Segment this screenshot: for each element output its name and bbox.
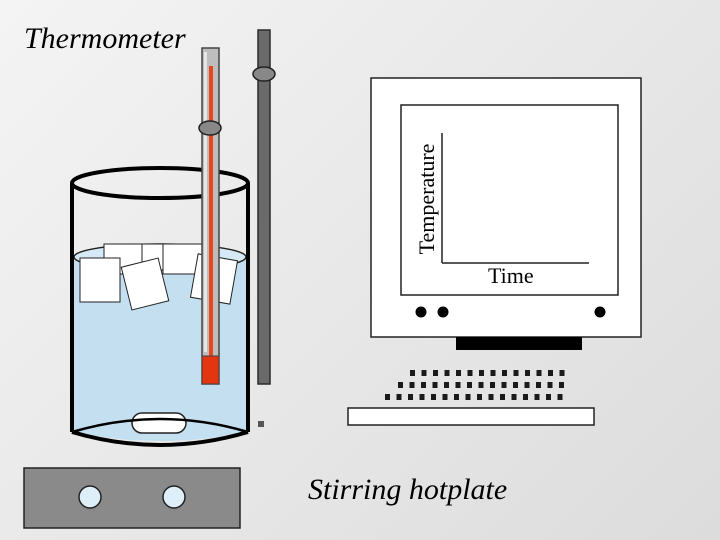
keyboard-key[interactable] [398,382,403,388]
keyboard-key[interactable] [559,370,565,376]
computer-monitor [370,77,642,350]
rod-clamp-top [252,66,276,82]
keyboard-key[interactable] [557,394,563,400]
stand-rod [257,29,271,385]
keyboard-key[interactable] [523,394,528,400]
keyboard-key[interactable] [410,370,415,376]
keyboard-key[interactable] [479,370,484,376]
keyboard-key[interactable] [433,370,438,376]
monitor-stand [456,337,582,350]
keyboard-key[interactable] [467,382,472,388]
keyboard-key[interactable] [454,394,459,400]
keyboard-key[interactable] [432,382,438,388]
thermometer [198,47,222,385]
hotplate [23,467,241,529]
keyboard-key[interactable] [548,370,553,376]
keyboard-key[interactable] [525,370,530,376]
keyboard-key[interactable] [396,394,402,400]
keyboard-key[interactable] [467,370,473,376]
keyboard-key[interactable] [513,382,518,388]
keyboard-key[interactable] [385,394,390,400]
keyboard-key[interactable] [546,394,551,400]
keyboard-key[interactable] [421,370,427,376]
monitor-button-icon[interactable] [415,306,427,318]
keyboard-key[interactable] [501,382,507,388]
keyboard-key[interactable] [536,382,541,388]
keyboard-key[interactable] [442,394,448,400]
beaker [70,166,250,447]
y-axis-label: Temperature [414,143,439,255]
keyboard-key[interactable] [444,370,450,376]
keyboard-key[interactable] [456,370,461,376]
keyboard-key[interactable] [490,382,495,388]
keyboard-key[interactable] [559,382,564,388]
keyboard-key[interactable] [511,394,517,400]
keyboard[interactable] [385,370,565,400]
keyboard-key[interactable] [455,382,461,388]
thermometer-label: Thermometer [24,22,186,55]
power-button-icon[interactable] [594,306,606,318]
x-axis-label: Time [488,263,534,288]
keyboard-key[interactable] [478,382,484,388]
keyboard-key[interactable] [444,382,449,388]
keyboard-key[interactable] [524,382,530,388]
hotplate-knob-left-icon[interactable] [78,485,102,509]
keyboard-key[interactable] [421,382,426,388]
keyboard-key[interactable] [465,394,471,400]
keyboard-key[interactable] [409,382,415,388]
stir-bar-icon [131,412,187,434]
keyboard-tray [347,407,595,426]
keyboard-key[interactable] [500,394,505,400]
keyboard-key[interactable] [502,370,507,376]
hotplate-label: Stirring hotplate [308,473,508,506]
keyboard-key[interactable] [408,394,413,400]
keyboard-key[interactable] [431,394,436,400]
keyboard-key[interactable] [477,394,482,400]
keyboard-key[interactable] [513,370,519,376]
thermometer-clamp [198,120,222,136]
monitor-button-icon[interactable] [437,306,449,318]
keyboard-key[interactable] [536,370,542,376]
keyboard-key[interactable] [534,394,540,400]
keyboard-key[interactable] [419,394,425,400]
keyboard-key[interactable] [490,370,496,376]
keyboard-key[interactable] [488,394,494,400]
keyboard-key[interactable] [547,382,553,388]
hotplate-knob-right-icon[interactable] [162,485,186,509]
